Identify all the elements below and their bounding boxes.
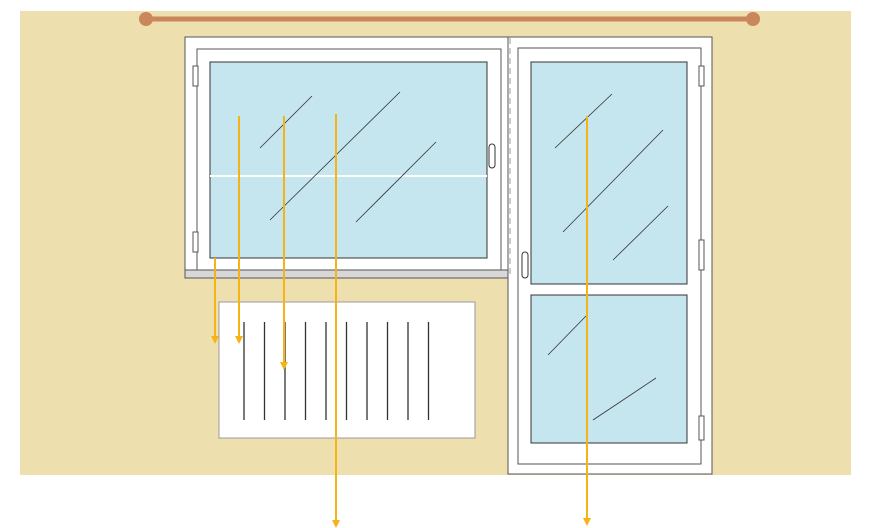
door-glass-shine xyxy=(547,93,669,421)
window-glass xyxy=(209,61,488,259)
door-hinge-middle xyxy=(698,239,705,271)
radiator-fins xyxy=(243,322,430,420)
door-hinge-bottom xyxy=(698,415,705,441)
door-glass-upper xyxy=(530,61,688,285)
airflow-arrows xyxy=(211,114,591,528)
window-handle xyxy=(488,143,496,169)
radiator xyxy=(218,301,476,439)
window-sill xyxy=(184,269,511,279)
curtain-rod-right-finial xyxy=(746,12,760,26)
window xyxy=(184,36,511,279)
window-hinge-top xyxy=(192,65,199,87)
door-hinge-top xyxy=(698,65,705,87)
curtain-rod xyxy=(139,12,760,26)
door-handle xyxy=(521,251,529,279)
window-hinge-bottom xyxy=(192,231,199,253)
door-glass-lower xyxy=(530,294,688,444)
balcony-door xyxy=(507,36,713,475)
curtain-rod-left-finial xyxy=(139,12,153,26)
